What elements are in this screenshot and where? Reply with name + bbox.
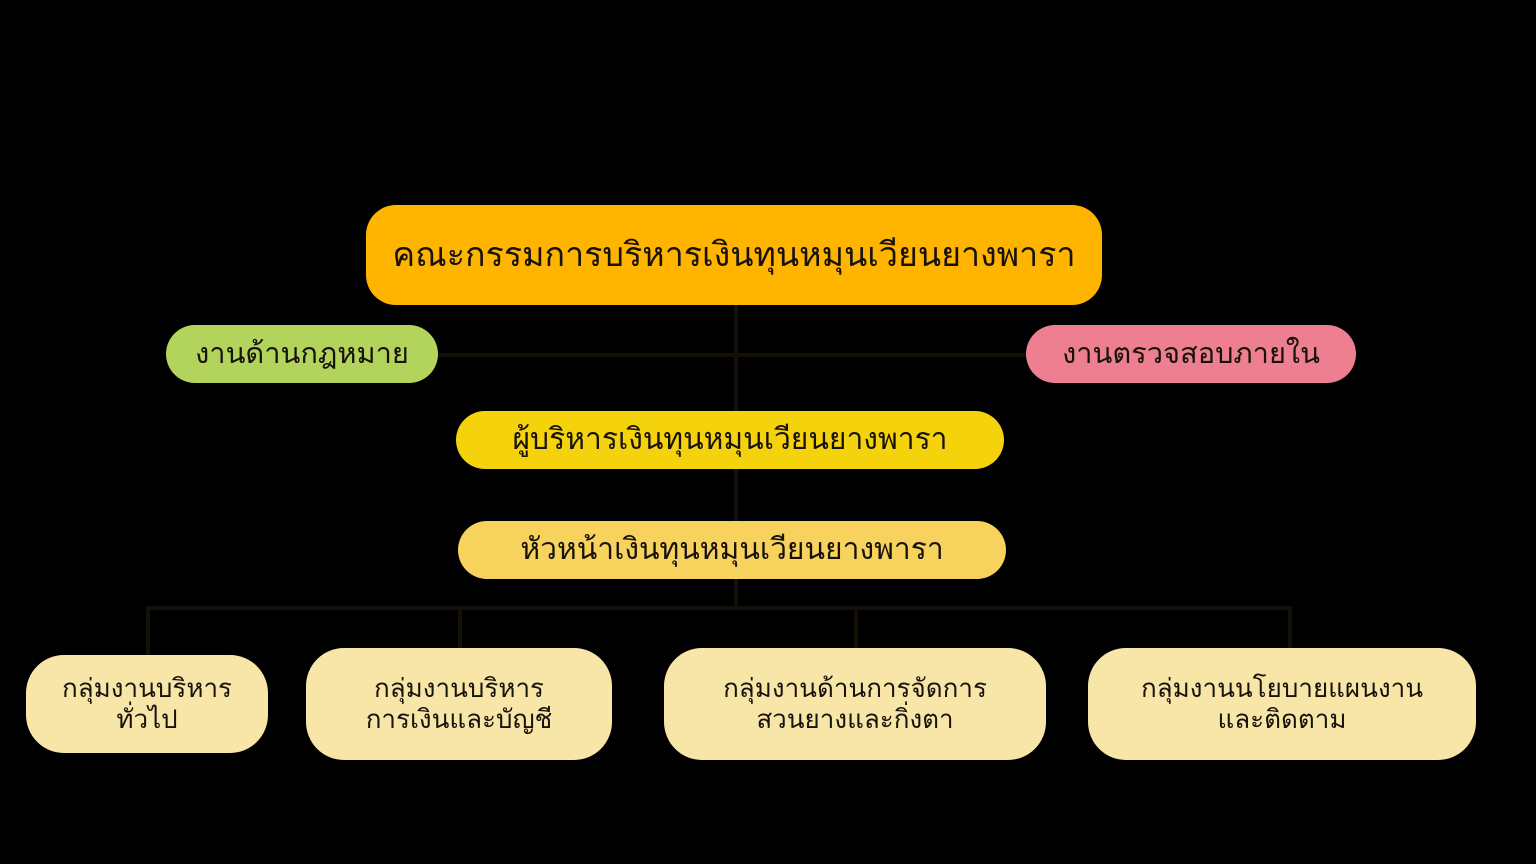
node-group-plantation-management[interactable]: กลุ่มงานด้านการจัดการ สวนยางและกิ่งตา <box>664 648 1046 760</box>
connector-drop-group-2 <box>458 606 462 656</box>
node-fund-chief[interactable]: หัวหน้าเงินทุนหมุนเวียนยางพารา <box>458 521 1006 579</box>
connector-drop-group-4 <box>1288 606 1292 656</box>
node-internal-audit[interactable]: งานตรวจสอบภายใน <box>1026 325 1356 383</box>
connector-drop-group-1 <box>146 606 150 656</box>
node-fund-director[interactable]: ผู้บริหารเงินทุนหมุนเวียนยางพารา <box>456 411 1004 469</box>
node-group-policy-planning[interactable]: กลุ่มงานนโยบายแผนงาน และติดตาม <box>1088 648 1476 760</box>
node-group-general-admin[interactable]: กลุ่มงานบริหาร ทั่วไป <box>26 655 268 753</box>
node-committee-root[interactable]: คณะกรรมการบริหารเงินทุนหมุนเวียนยางพารา <box>366 205 1102 305</box>
connector-root-to-director <box>734 303 738 413</box>
node-legal-affairs[interactable]: งานด้านกฎหมาย <box>166 325 438 383</box>
node-group-finance-accounting[interactable]: กลุ่มงานบริหาร การเงินและบัญชี <box>306 648 612 760</box>
connector-drop-group-3 <box>854 606 858 656</box>
connector-director-to-chief <box>734 468 738 523</box>
connector-groups-bus <box>146 606 1292 610</box>
connector-chief-to-groups <box>734 578 738 610</box>
connector-staff-crossbar <box>434 353 1034 357</box>
